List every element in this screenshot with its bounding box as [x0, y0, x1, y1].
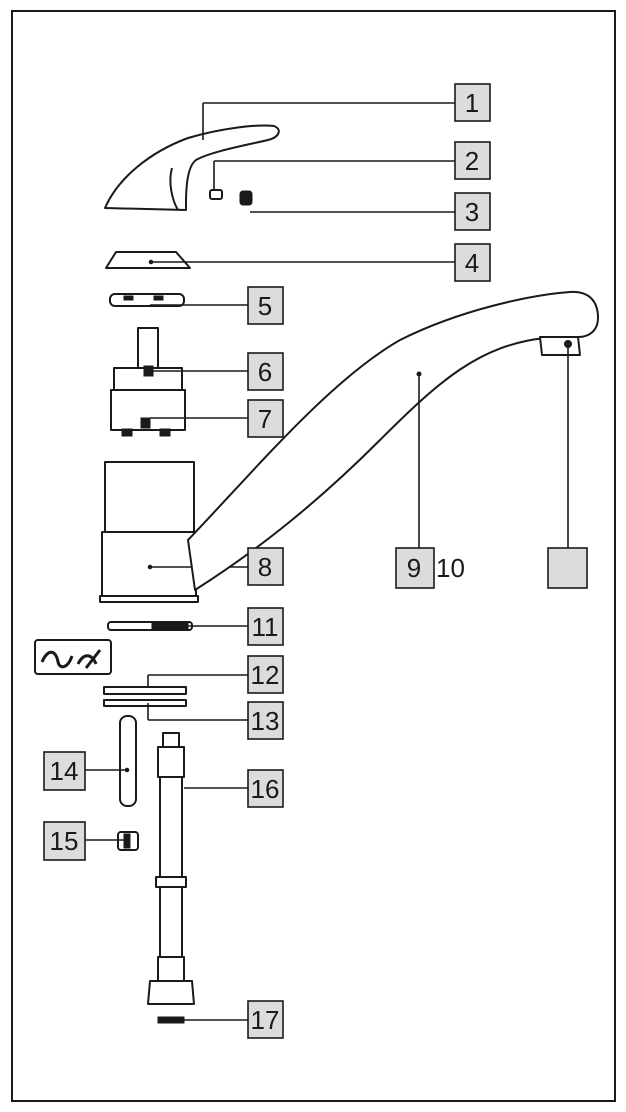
callout-14: 14: [43, 751, 86, 791]
callout-12-text: 12: [251, 660, 280, 690]
part-3-cap-plug: [239, 190, 253, 206]
callout-17: 17: [247, 1000, 284, 1039]
callout-17-text: 17: [251, 1005, 280, 1035]
callout-2-text: 2: [465, 146, 479, 176]
part-12-washer: [103, 686, 187, 695]
callout-5: 5: [247, 286, 284, 325]
callout-3-text: 3: [465, 197, 479, 227]
callout-16: 16: [247, 769, 284, 808]
part-4-cover: [105, 251, 191, 269]
callout-1-text: 1: [465, 88, 479, 118]
callout-14-text: 14: [50, 756, 79, 786]
callout-1: 1: [454, 83, 491, 122]
part-2-screw: [209, 189, 223, 200]
callout-13-text: 13: [251, 706, 280, 736]
callout-7: 7: [247, 399, 284, 438]
callout-7-text: 7: [258, 404, 272, 434]
part-14-threaded-rod: [119, 715, 137, 807]
callout-8: 8: [247, 547, 284, 586]
callout-8-text: 8: [258, 552, 272, 582]
callout-9-text: 9: [407, 553, 421, 583]
callout-4-text: 4: [465, 248, 479, 278]
part-13-plate: [103, 699, 187, 707]
callout-aerator-blank: [547, 547, 588, 589]
callout-16-text: 16: [251, 774, 280, 804]
callout-10: 10: [436, 553, 465, 583]
callout-15-text: 15: [50, 826, 79, 856]
part-11-mounting-stud: [107, 621, 193, 631]
callout-6: 6: [247, 352, 284, 391]
part-5-retaining-nut: [109, 293, 185, 307]
callout-9: 9: [395, 547, 435, 589]
callout-5-text: 5: [258, 291, 272, 321]
callout-15: 15: [43, 821, 86, 861]
foam-pad-decal: [34, 639, 112, 675]
part-8-faucet-body: [99, 461, 199, 603]
callout-2: 2: [454, 141, 491, 180]
callout-13: 13: [247, 701, 284, 740]
part-16-flexible-hose: [147, 732, 195, 1005]
callout-6-text: 6: [258, 357, 272, 387]
part-9-spout: [187, 290, 599, 591]
part-7-cartridge-base: [140, 417, 151, 429]
part-1-lever-handle: [104, 124, 280, 211]
diagram-frame: [11, 10, 616, 1102]
callout-11: 11: [247, 607, 284, 646]
callout-3: 3: [454, 192, 491, 231]
part-15-nut: [117, 831, 139, 851]
part-6-cartridge: [110, 327, 186, 437]
callout-12: 12: [247, 655, 284, 694]
callout-4: 4: [454, 243, 491, 282]
part-17-hose-washer: [157, 1016, 185, 1024]
callout-11-text: 11: [252, 612, 279, 642]
callout-10-text: 10: [436, 553, 465, 583]
